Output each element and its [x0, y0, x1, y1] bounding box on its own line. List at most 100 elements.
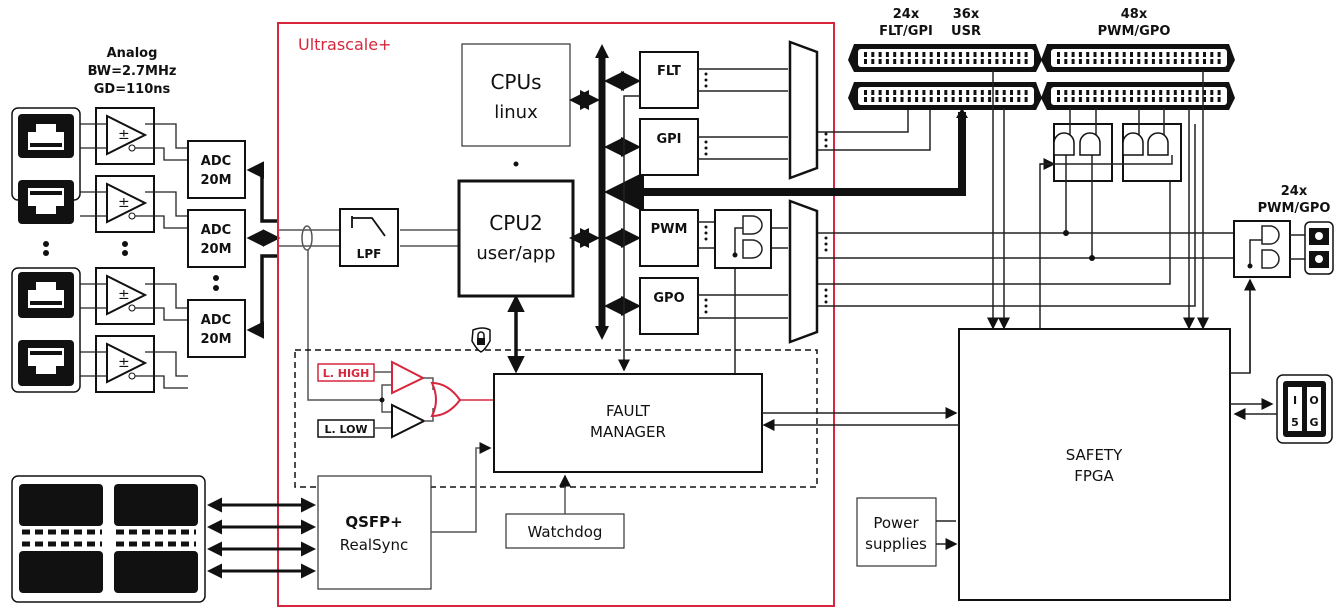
and-gate-icon [1079, 132, 1101, 156]
qsfp-links [207, 497, 316, 579]
svg-text:supplies: supplies [865, 535, 927, 553]
rj45-group-top [11, 107, 81, 224]
opamp-group: ± ± ± ± [80, 107, 188, 393]
safety-fpga-block: SAFETY FPGA [958, 328, 1231, 601]
svg-text:L. LOW: L. LOW [324, 423, 367, 436]
dsub-connector-icon [1041, 82, 1235, 110]
svg-text:USR: USR [951, 24, 981, 39]
svg-text:L. HIGH: L. HIGH [323, 367, 370, 380]
watchdog-block: Watchdog [505, 474, 625, 549]
adc-links [246, 161, 281, 339]
svg-text:20M: 20M [200, 332, 231, 347]
analog-header: Analog BW=2.7MHz GD=110ns [88, 46, 177, 97]
adc-3: ADC 20M [187, 299, 246, 358]
cpu2-block: CPU2 user/app [457, 179, 575, 298]
rj45-icon [18, 114, 74, 158]
svg-text:Watchdog: Watchdog [528, 523, 603, 541]
connector-labels: 24x FLT/GPI 36x USR 48x PWM/GPO 24x PWM/… [879, 7, 1330, 216]
svg-text:20M: 20M [200, 173, 231, 188]
power-supplies-block: Power supplies [856, 497, 956, 567]
qsfp-cage-icon [11, 475, 206, 603]
svg-text:24x: 24x [1281, 184, 1308, 199]
rj45-icon [18, 180, 74, 224]
mux-output [788, 199, 819, 344]
dsub-connectors [848, 44, 1235, 110]
limit-low: L. LOW [317, 419, 375, 438]
lock-shield-icon [471, 327, 491, 353]
dsub-connector-icon [1041, 44, 1235, 72]
svg-text:user/app: user/app [476, 243, 555, 264]
pwm-block: PWM [639, 209, 699, 267]
rj45-icon [18, 272, 74, 318]
fault-manager-block: FAULT MANAGER [493, 373, 763, 473]
lpf-block: LPF [339, 208, 399, 267]
or-gate-icon [430, 381, 462, 418]
svg-text:5: 5 [1291, 416, 1299, 429]
svg-text:PWM: PWM [651, 222, 688, 237]
svg-text:FPGA: FPGA [1074, 467, 1114, 485]
and-gate-icon [1122, 132, 1144, 156]
safety-zone [294, 349, 818, 488]
mux-input [788, 40, 819, 180]
svg-text:±: ± [118, 195, 130, 211]
svg-text:Power: Power [873, 514, 919, 532]
svg-text:CPU2: CPU2 [489, 211, 542, 235]
svg-text:I: I [1293, 394, 1297, 407]
svg-text:24x: 24x [893, 7, 920, 22]
signal-path [279, 225, 458, 401]
dsub-connector-icon [848, 44, 1042, 72]
pwm-out-gate-block [1230, 220, 1305, 374]
adc-1: ADC 20M [187, 140, 246, 199]
svg-text:linux: linux [494, 102, 538, 123]
svg-text:O: O [1309, 394, 1318, 407]
and-gate-icon [1147, 132, 1169, 156]
ultrascale-fpga-region: Ultrascale+ [277, 22, 835, 607]
svg-text:GPO: GPO [653, 291, 684, 306]
svg-text:CPUs: CPUs [490, 70, 541, 94]
svg-text:ADC: ADC [201, 223, 231, 238]
svg-text:ADC: ADC [201, 313, 231, 328]
gpi-block: GPI [639, 118, 699, 176]
svg-text:RealSync: RealSync [340, 536, 409, 554]
opamp-icon: ± [80, 335, 188, 393]
dot [513, 161, 519, 167]
svg-text:±: ± [118, 287, 130, 303]
rj45-icon [18, 340, 74, 386]
svg-text:PWM/GPO: PWM/GPO [1258, 201, 1331, 216]
io-wiring [618, 68, 1285, 375]
svg-text:±: ± [118, 355, 130, 371]
opamp-icon: ± [80, 175, 188, 233]
svg-text:SAFETY: SAFETY [1066, 446, 1123, 464]
lowpass-icon [351, 216, 386, 237]
svg-text:FAULT: FAULT [606, 402, 651, 420]
fault-safety-links [762, 407, 959, 431]
comparators [374, 360, 494, 439]
svg-text:GPI: GPI [656, 132, 681, 147]
qsfp-block: QSFP+ RealSync [317, 442, 492, 590]
analog-bandwidth: BW=2.7MHz [88, 64, 177, 79]
svg-text:±: ± [118, 127, 130, 143]
svg-text:PWM/GPO: PWM/GPO [1098, 24, 1171, 39]
svg-text:LPF: LPF [357, 247, 382, 261]
rj45-group-bottom [11, 267, 81, 393]
analog-group-delay: GD=110ns [94, 82, 171, 97]
svg-text:ADC: ADC [201, 154, 231, 169]
svg-text:FLT/GPI: FLT/GPI [879, 24, 933, 39]
flt-block: FLT [639, 51, 699, 109]
ultrascale-label: Ultrascale+ [298, 35, 391, 54]
svg-text:FLT: FLT [657, 64, 681, 79]
and-gate-icon [1053, 132, 1075, 156]
svg-text:QSFP+: QSFP+ [345, 513, 402, 531]
dsub-connector-icon [848, 82, 1042, 110]
system-bus [507, 44, 968, 374]
analog-title: Analog [107, 46, 158, 61]
cpus-linux-block: CPUs linux [461, 43, 571, 147]
usr-to-safety [987, 70, 1209, 330]
opamp-icon: ± [80, 267, 188, 325]
svg-text:MANAGER: MANAGER [590, 423, 666, 441]
svg-text:36x: 36x [953, 7, 980, 22]
pwm-gate-block [714, 209, 772, 269]
io-connector-icon: I O 5 G [1230, 374, 1333, 444]
